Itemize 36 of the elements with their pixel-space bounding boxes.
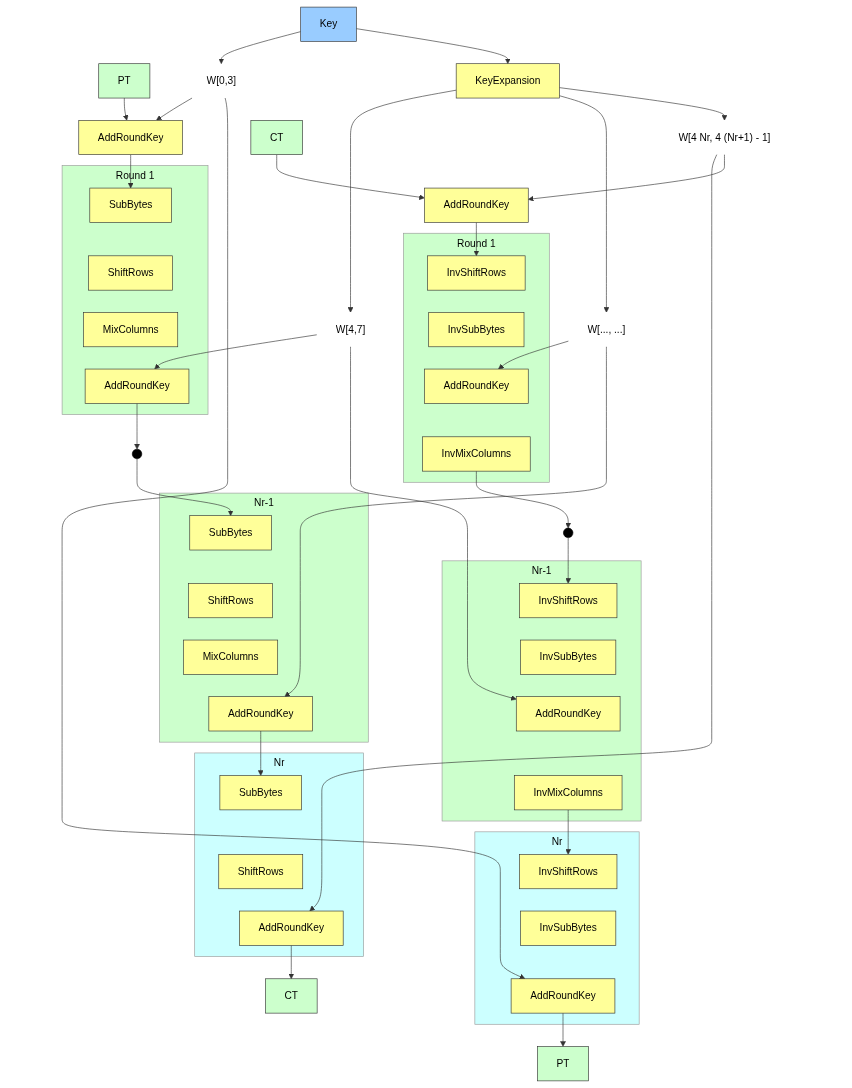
node-box: Key — [300, 6, 357, 42]
node-box: MixColumns — [183, 639, 279, 675]
node-box: InvMixColumns — [514, 775, 623, 811]
node-box: InvSubBytes — [428, 312, 525, 348]
node-box: InvMixColumns — [422, 436, 531, 472]
node-text: W[4,7] — [336, 323, 366, 335]
node-box: SubBytes — [219, 775, 303, 811]
node-box: InvSubBytes — [520, 639, 617, 675]
node-box: AddRoundKey — [85, 368, 190, 404]
node-box: ShiftRows — [88, 255, 174, 291]
node-box: InvShiftRows — [519, 854, 618, 890]
node-dots — [132, 448, 143, 460]
node-box: SubBytes — [189, 515, 272, 551]
node-box: KeyExpansion — [456, 63, 560, 99]
node-text: W[4 Nr, 4 (Nr+1) - 1] — [678, 131, 771, 143]
node-box: CT — [250, 120, 304, 155]
node-box: AddRoundKey — [424, 187, 529, 223]
node-box: InvShiftRows — [519, 583, 618, 619]
node-box: ShiftRows — [188, 583, 274, 619]
node-box: AddRoundKey — [511, 978, 616, 1014]
node-box: InvSubBytes — [520, 910, 617, 946]
node-box: AddRoundKey — [516, 696, 621, 732]
node-box: ShiftRows — [218, 854, 304, 890]
node-box: AddRoundKey — [239, 910, 344, 946]
node-box: AddRoundKey — [208, 696, 314, 732]
node-box: PT — [537, 1046, 590, 1082]
node-box: AddRoundKey — [424, 368, 529, 404]
node-box: SubBytes — [89, 187, 173, 223]
node-box: PT — [98, 63, 151, 99]
node-box: InvShiftRows — [427, 255, 526, 291]
node-box: MixColumns — [83, 312, 179, 348]
node-text: W[..., ...] — [587, 323, 626, 335]
node-box: AddRoundKey — [78, 120, 184, 155]
node-text: W[0,3] — [206, 75, 237, 86]
node-dots — [563, 527, 574, 538]
node-box: CT — [265, 978, 318, 1014]
